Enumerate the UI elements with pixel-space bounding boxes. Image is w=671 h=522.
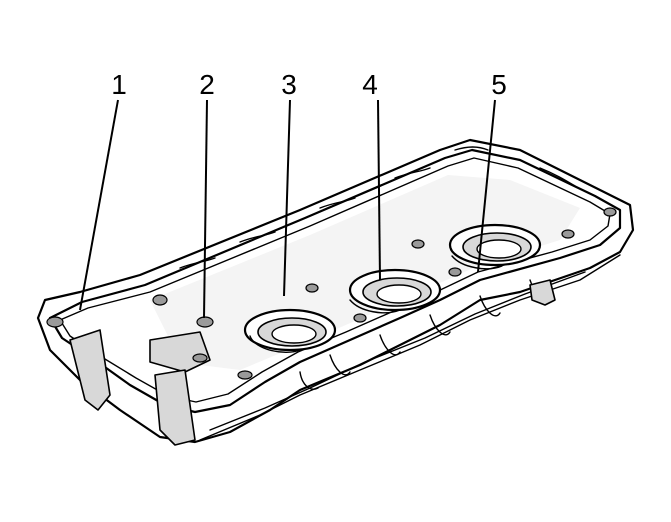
front-wall-lower	[209, 271, 586, 431]
callout-5: 5	[491, 69, 507, 100]
tube-seal-1	[243, 308, 337, 354]
front-ribs	[299, 279, 551, 390]
leader-5	[477, 99, 496, 273]
bolt-bosses	[46, 207, 617, 380]
tube-seal-2	[348, 268, 442, 314]
leader-4	[377, 99, 381, 281]
front-wall	[199, 254, 621, 441]
leader-2	[203, 99, 208, 319]
vent-outlet	[529, 279, 556, 306]
callout-4: 4	[362, 69, 378, 100]
callout-2: 2	[199, 69, 215, 100]
leader-1	[79, 99, 119, 311]
front-leg	[154, 369, 196, 446]
callout-3: 3	[281, 69, 297, 100]
left-mount-boss	[149, 331, 211, 373]
left-end-rib	[69, 329, 111, 411]
rear-flange-details	[179, 146, 576, 269]
callout-1: 1	[111, 69, 127, 100]
leader-3	[283, 99, 291, 297]
